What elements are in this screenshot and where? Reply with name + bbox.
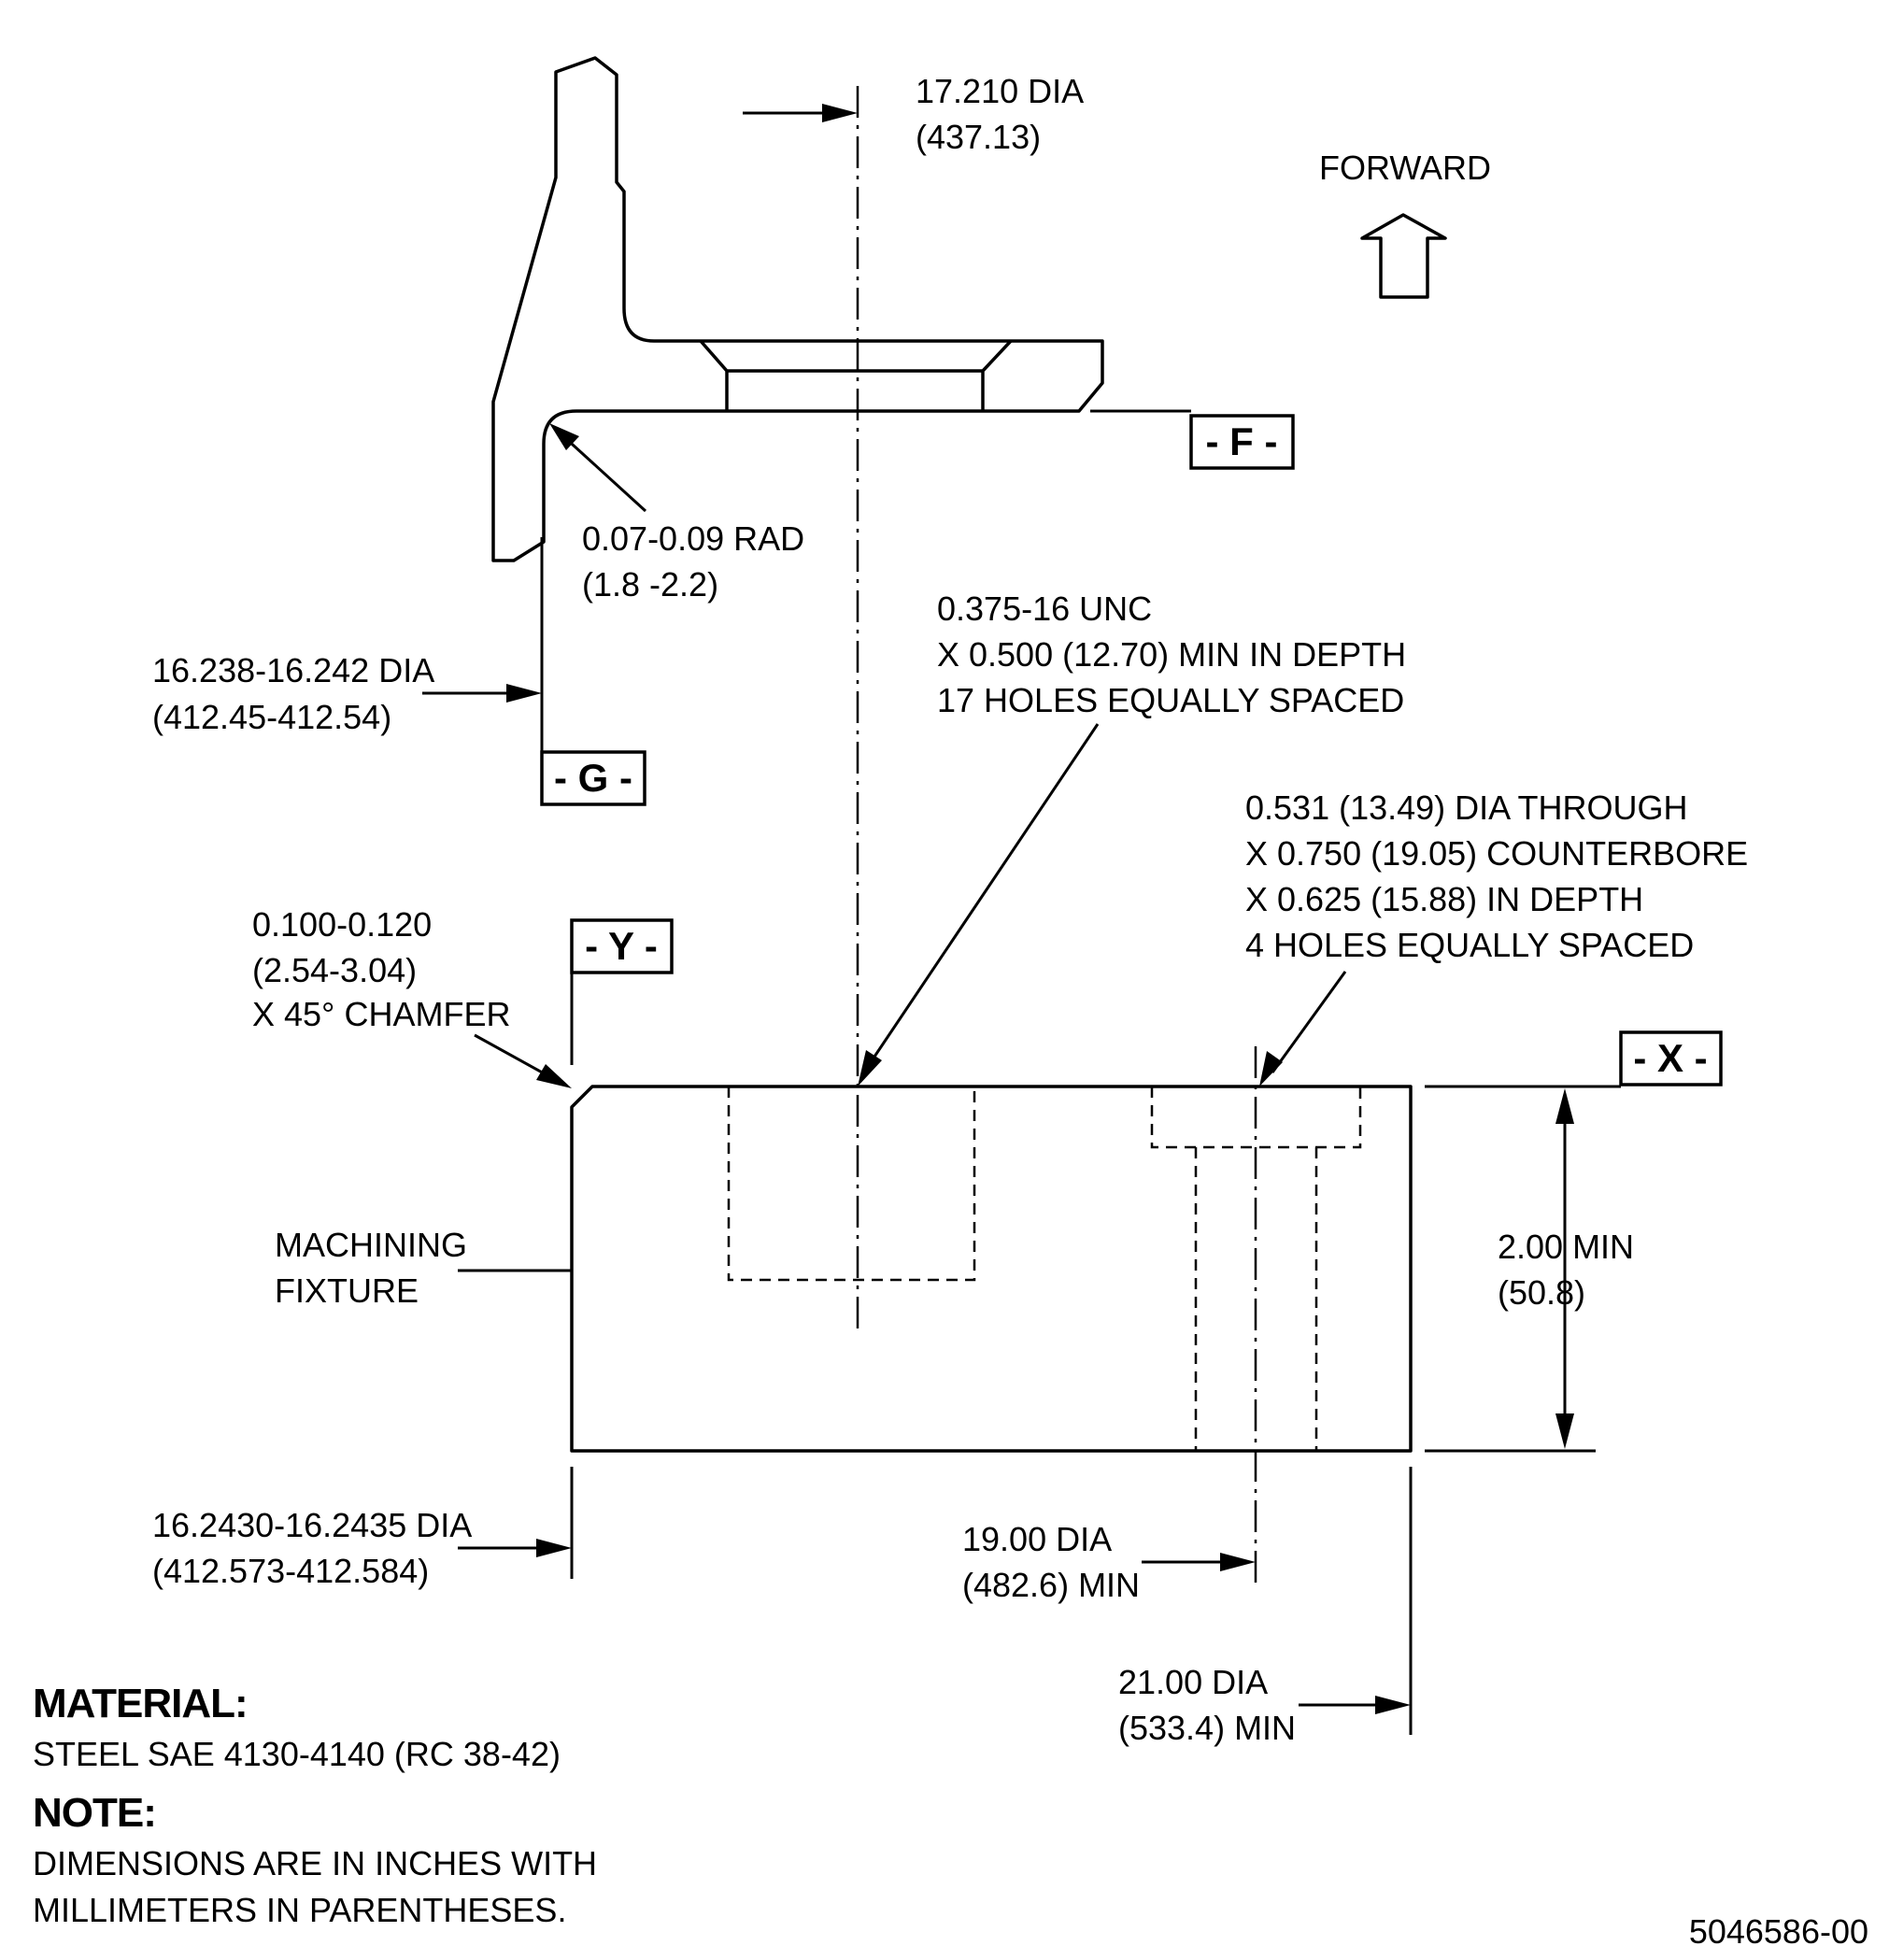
counterbore-line-4: 4 HOLES EQUALLY SPACED (1245, 926, 1694, 964)
tapped-hole-hidden (727, 1087, 976, 1282)
pilot-dia-line-1: 16.2430-16.2435 DIA (152, 1506, 472, 1544)
flange-section-outline (491, 56, 1104, 562)
tapped-holes-leader (867, 723, 1100, 1066)
pilot-dia-arrowhead (536, 1539, 572, 1557)
counterbore-leader (1271, 971, 1347, 1073)
fixture-label-line-1: MACHINING (275, 1226, 467, 1264)
chamfer-line-1: 0.100-0.120 (252, 905, 432, 944)
height-arrow-bottom (1555, 1413, 1574, 1449)
pilot-dia-dim: 16.2430-16.2435 DIA (412.573-412.584) (152, 1506, 479, 1590)
counterbore-holes-note: 0.531 (13.49) DIA THROUGH X 0.750 (19.05… (1245, 788, 1757, 964)
outer-dia-line-2: (533.4) MIN (1118, 1709, 1296, 1747)
chamfer-note: 0.100-0.120 (2.54-3.04) X 45° CHAMFER (252, 905, 510, 1033)
note-line-1: DIMENSIONS ARE IN INCHES WITH (33, 1844, 597, 1882)
radius-line-2: (1.8 -2.2) (582, 565, 718, 604)
outer-dia-line-1: 21.00 DIA (1118, 1663, 1268, 1701)
chamfer-line-2: (2.54-3.04) (252, 951, 417, 989)
chamfer-line-3: X 45° CHAMFER (252, 995, 510, 1033)
datum-x-label: - X - (1633, 1036, 1707, 1080)
chamfer-arrowhead (536, 1064, 572, 1088)
hole-circle-line-1: 19.00 DIA (962, 1520, 1112, 1558)
height-line-2: (50.8) (1498, 1273, 1585, 1312)
bore-dia-arrowhead (506, 684, 542, 703)
material-heading: MATERIAL: (33, 1681, 248, 1726)
counterbore-line-1: 0.531 (13.49) DIA THROUGH (1245, 788, 1688, 827)
outer-dia-dim: 21.00 DIA (533.4) MIN (1118, 1663, 1296, 1747)
tapped-holes-line-1: 0.375-16 UNC (937, 589, 1152, 628)
fixture-label-line-2: FIXTURE (275, 1271, 419, 1310)
bolt-circle-dim: 17.210 DIA (437.13) (916, 72, 1091, 156)
hole-circle-arrowhead (1220, 1553, 1256, 1571)
datum-y-label: - Y - (585, 924, 658, 968)
radius-line-1: 0.07-0.09 RAD (582, 519, 804, 558)
material-spec: STEEL SAE 4130-4140 (RC 38-42) (33, 1735, 561, 1773)
outer-dia-arrowhead (1375, 1696, 1411, 1714)
note-heading: NOTE: (33, 1790, 156, 1836)
bolt-circle-arrowhead (822, 104, 858, 122)
radius-leader (561, 433, 647, 513)
hole-circle-line-2: (482.6) MIN (962, 1566, 1140, 1604)
fixture-label: MACHINING FIXTURE (275, 1226, 476, 1310)
bore-dia-dim: 16.238-16.242 DIA (412.45-412.54) (152, 651, 442, 736)
bolt-circle-line-2: (437.13) (916, 118, 1041, 156)
fixture-outline (570, 1085, 1413, 1453)
height-dim: 2.00 MIN (50.8) (1498, 1228, 1643, 1312)
bore-dia-line-2: (412.45-412.54) (152, 698, 391, 736)
counterbore-hidden (1150, 1087, 1362, 1451)
radius-dim: 0.07-0.09 RAD (1.8 -2.2) (582, 519, 814, 604)
height-line-1: 2.00 MIN (1498, 1228, 1634, 1266)
tapped-holes-line-2: X 0.500 (12.70) MIN IN DEPTH (937, 635, 1406, 674)
hole-circle-dim: 19.00 DIA (482.6) MIN (962, 1520, 1140, 1604)
datum-g-label: - G - (554, 756, 632, 800)
datum-f-box (1189, 414, 1295, 470)
datum-f-label: - F - (1206, 419, 1278, 463)
tapped-holes-arrowhead (858, 1050, 882, 1087)
counterbore-line-3: X 0.625 (15.88) IN DEPTH (1245, 880, 1643, 918)
note-text: DIMENSIONS ARE IN INCHES WITH MILLIMETER… (33, 1844, 606, 1929)
datum-y-box (570, 918, 674, 974)
radius-arrowhead (549, 423, 579, 450)
forward-arrow-icon (1360, 213, 1447, 299)
drawing-number: 5046586-00 (1689, 1912, 1868, 1951)
height-arrow-top (1555, 1088, 1574, 1124)
datum-g-box (540, 750, 646, 806)
forward-label: FORWARD (1319, 149, 1491, 187)
bolt-circle-line-1: 17.210 DIA (916, 72, 1084, 110)
counterbore-arrowhead (1259, 1051, 1283, 1087)
note-line-2: MILLIMETERS IN PARENTHESES. (33, 1891, 566, 1929)
counterbore-section (699, 339, 1013, 411)
counterbore-line-2: X 0.750 (19.05) COUNTERBORE (1245, 834, 1748, 873)
datum-x-box (1619, 1030, 1723, 1087)
tapped-holes-note: 0.375-16 UNC X 0.500 (12.70) MIN IN DEPT… (937, 589, 1415, 719)
pilot-dia-line-2: (412.573-412.584) (152, 1552, 429, 1590)
tapped-holes-line-3: 17 HOLES EQUALLY SPACED (937, 681, 1404, 719)
bore-dia-line-1: 16.238-16.242 DIA (152, 651, 434, 689)
chamfer-leader (474, 1033, 555, 1081)
